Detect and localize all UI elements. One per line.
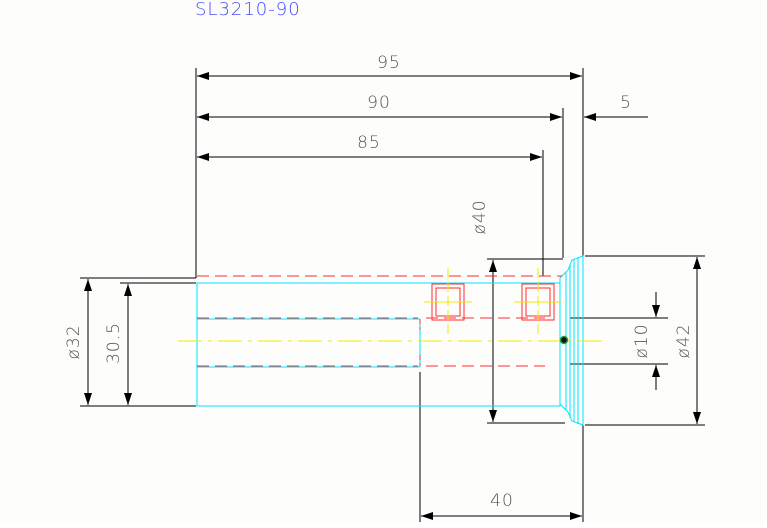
hidden-lines <box>197 275 562 367</box>
flange <box>559 255 584 426</box>
dim-text-dia10: ø10 <box>632 323 652 358</box>
dim-text-dia32: ø32 <box>64 324 84 359</box>
dim-text-dia40: ø40 <box>470 199 490 234</box>
dim-text-90: 90 <box>367 93 391 113</box>
shaft-body <box>196 282 561 407</box>
center-point-marker <box>559 335 569 345</box>
dim-text-dia42: ø42 <box>674 323 694 358</box>
extension-lines <box>80 68 705 522</box>
drawing-title: SL3210-90 <box>195 0 301 20</box>
dim-text-5: 5 <box>620 93 632 113</box>
dimension-lines <box>84 72 701 520</box>
center-lines <box>178 268 608 342</box>
dim-text-85: 85 <box>357 133 381 153</box>
dim-text-95: 95 <box>377 53 401 73</box>
dim-text-30-5: 30.5 <box>104 322 124 364</box>
dim-text-40: 40 <box>490 491 514 511</box>
